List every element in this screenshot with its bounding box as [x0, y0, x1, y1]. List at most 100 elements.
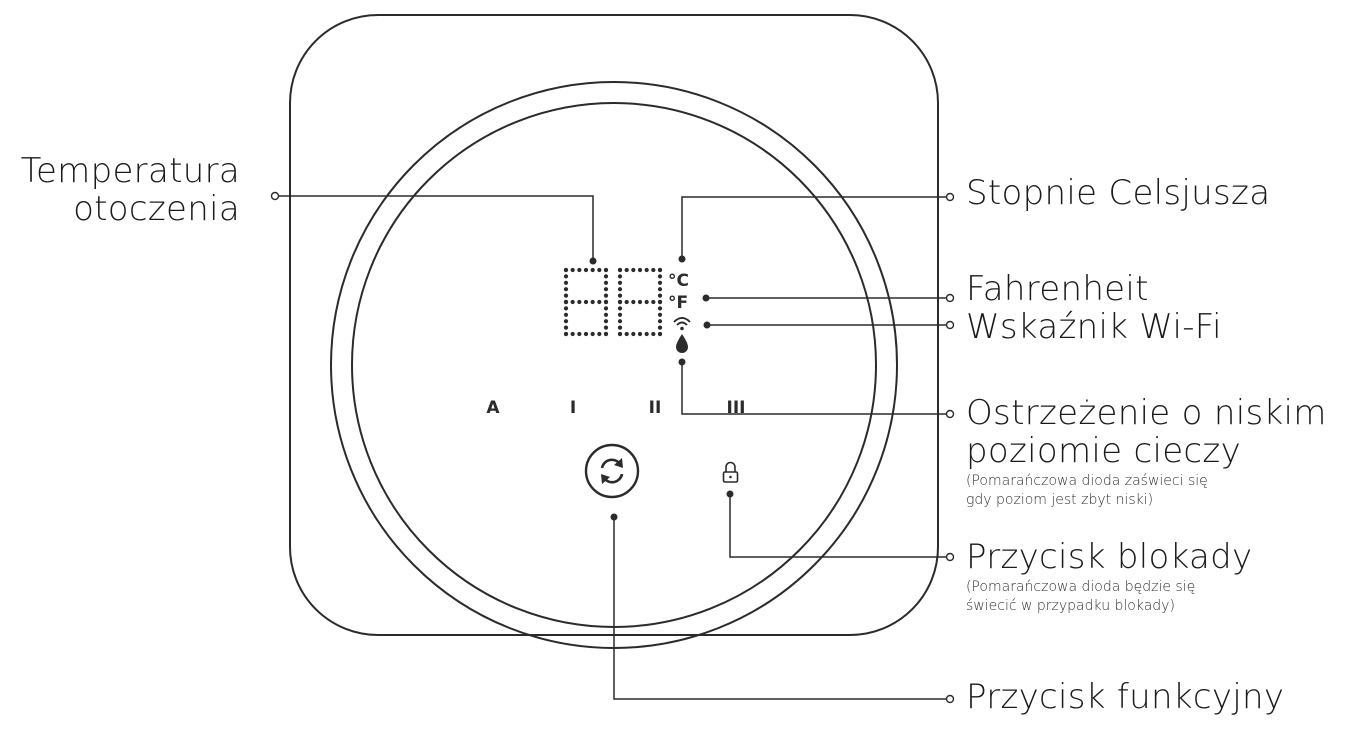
- display-dot: [570, 267, 575, 273]
- display-dot: [617, 306, 623, 311]
- fahrenheit-indicator: °F: [668, 293, 688, 313]
- refresh-icon: [600, 458, 624, 484]
- display-dot: [637, 267, 643, 273]
- display-dot: [577, 299, 582, 305]
- display-dot: [631, 299, 636, 305]
- display-dot: [603, 293, 609, 298]
- display-dot: [651, 331, 656, 337]
- display-dot: [583, 331, 589, 337]
- display-dot: [644, 267, 649, 273]
- display-dot: [657, 280, 663, 285]
- display-dot: [631, 331, 636, 337]
- display-dot: [644, 331, 649, 337]
- display-dot: [603, 325, 609, 330]
- display-dot: [563, 299, 569, 305]
- display-dot: [637, 299, 643, 305]
- display-dot: [583, 299, 589, 305]
- label-low-liquid-line-2: poziomie cieczy: [966, 431, 1241, 471]
- display-dot: [657, 274, 663, 279]
- display-dot: [597, 267, 602, 273]
- celsius-indicator: °C: [668, 271, 689, 291]
- display-dot: [563, 293, 569, 298]
- mode-label-2: II: [649, 398, 662, 418]
- display-dot: [597, 299, 602, 305]
- display-dot: [563, 274, 569, 279]
- display-dot: [603, 299, 609, 305]
- mode-label-1: I: [570, 398, 576, 418]
- leader-terminals: [270, 191, 955, 704]
- leader-celsius: [681, 196, 947, 257]
- display-dot: [651, 267, 656, 273]
- lock-note-line-1: (Pomarańczowa dioda będzie się: [966, 579, 1196, 595]
- display-dot: [583, 267, 589, 273]
- display-dot: [603, 312, 609, 317]
- display-dot: [617, 287, 623, 292]
- display-dot: [657, 325, 663, 330]
- label-ambient-temperature: Temperatura otoczenia: [21, 152, 240, 228]
- leader-ambient-temperature: [277, 195, 594, 259]
- display-dot: [617, 312, 623, 317]
- display-dot: [603, 280, 609, 285]
- label-low-liquid-group: Ostrzeżenie o niskim poziomie cieczy (Po…: [966, 394, 1327, 510]
- display-dot: [637, 331, 643, 337]
- label-lock-button: Przycisk blokady: [966, 537, 1253, 577]
- display-dot: [657, 312, 663, 317]
- display-dot: [563, 280, 569, 285]
- display-dot: [617, 293, 623, 298]
- display-dot: [570, 299, 575, 305]
- display-dot: [603, 319, 609, 324]
- mode-label-3: III: [727, 398, 746, 418]
- display-dot: [657, 306, 663, 311]
- display-dot: [563, 267, 569, 273]
- display-dot: [563, 331, 569, 337]
- low-liquid-note-line-1: (Pomarańczowa dioda zaświeci się: [966, 473, 1208, 489]
- label-low-liquid-line-1: Ostrzeżenie o niskim: [966, 393, 1327, 433]
- display-dot: [644, 299, 649, 305]
- display-dot: [624, 267, 629, 273]
- display-dot: [657, 331, 663, 337]
- display-dot: [590, 331, 595, 337]
- leader-low-liquid: [681, 363, 947, 415]
- seven-segment-display: [563, 267, 663, 337]
- display-dot: [657, 293, 663, 298]
- display-dot: [657, 267, 663, 273]
- display-dot: [617, 325, 623, 330]
- display-dot: [590, 299, 595, 305]
- display-dot: [624, 299, 629, 305]
- display-dot: [617, 331, 623, 337]
- display-dot: [597, 331, 602, 337]
- display-dot: [657, 287, 663, 292]
- display-dot: [624, 331, 629, 337]
- label-celsius: Stopnie Celsjusza: [966, 173, 1271, 213]
- function-button[interactable]: [584, 443, 640, 499]
- display-dot: [617, 299, 623, 305]
- display-dot: [577, 267, 582, 273]
- label-ambient-temperature-line-1: Temperatura: [20, 151, 240, 191]
- display-dot: [563, 325, 569, 330]
- display-dot: [577, 331, 582, 337]
- display-dot: [657, 299, 663, 305]
- leader-dots: [589, 255, 734, 521]
- display-dot: [570, 331, 575, 337]
- lock-icon[interactable]: [722, 461, 739, 483]
- water-drop-icon: [676, 334, 688, 353]
- display-dot: [631, 267, 636, 273]
- display-dot: [563, 306, 569, 311]
- display-dot: [617, 280, 623, 285]
- display-dot: [603, 274, 609, 279]
- display-dot: [603, 306, 609, 311]
- display-dot: [603, 267, 609, 273]
- display-dot: [657, 319, 663, 324]
- label-wifi: Wskaźnik Wi-Fi: [966, 307, 1222, 347]
- display-dot: [617, 267, 623, 273]
- display-dot: [603, 287, 609, 292]
- display-dot: [603, 331, 609, 337]
- display-dot: [563, 319, 569, 324]
- display-dot: [563, 287, 569, 292]
- leader-lock: [729, 494, 947, 558]
- display-dot: [590, 267, 595, 273]
- label-fahrenheit: Fahrenheit: [966, 269, 1149, 309]
- display-dot: [617, 319, 623, 324]
- label-lock-group: Przycisk blokady (Pomarańczowa dioda będ…: [966, 538, 1252, 616]
